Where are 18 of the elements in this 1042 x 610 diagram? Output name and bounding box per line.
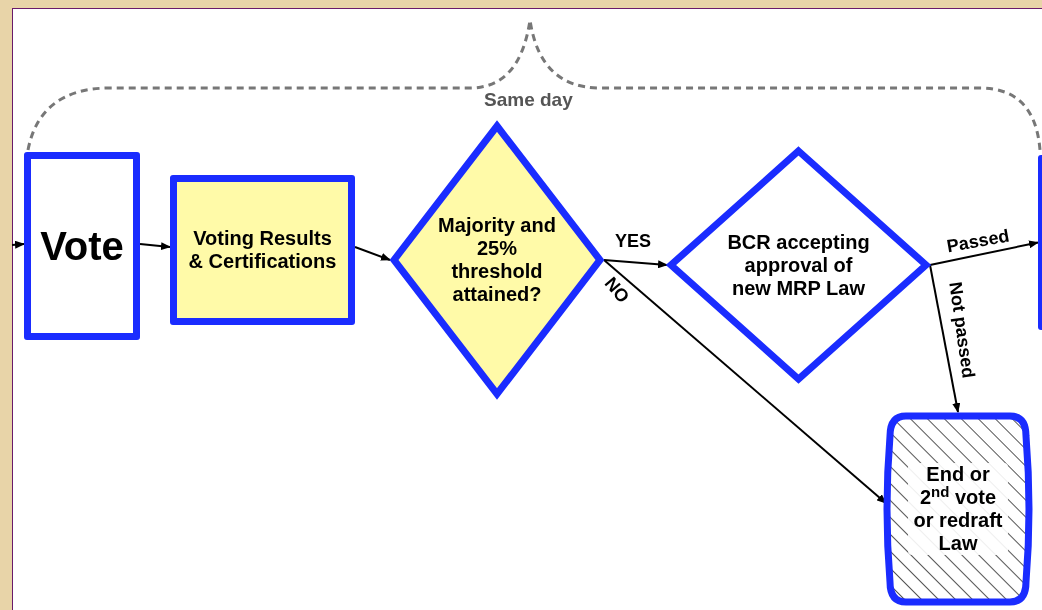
arrow (929, 264, 961, 413)
node-label: End or 2$^{nd}$ vote or redraft Law (908, 463, 1008, 555)
node-label: Voting Results & Certifications (187, 227, 338, 273)
edge-label: YES (615, 232, 651, 250)
edge-label: NO (601, 273, 633, 307)
node-label: BCR accepting approval of new MRP Law (726, 230, 871, 300)
arrow (929, 240, 1039, 266)
process-box (170, 175, 355, 325)
brace-label: Same day (484, 88, 573, 112)
arrow (354, 246, 391, 261)
edge-label: Passed (945, 226, 1011, 256)
process-box (24, 152, 140, 340)
arrow (11, 240, 25, 249)
arrow (603, 259, 668, 269)
node-label: Majority and 25% threshold attained? (437, 214, 557, 306)
edge-label: Not passed (946, 280, 978, 380)
node-label: Vote (40, 223, 124, 269)
arrow (139, 242, 171, 251)
